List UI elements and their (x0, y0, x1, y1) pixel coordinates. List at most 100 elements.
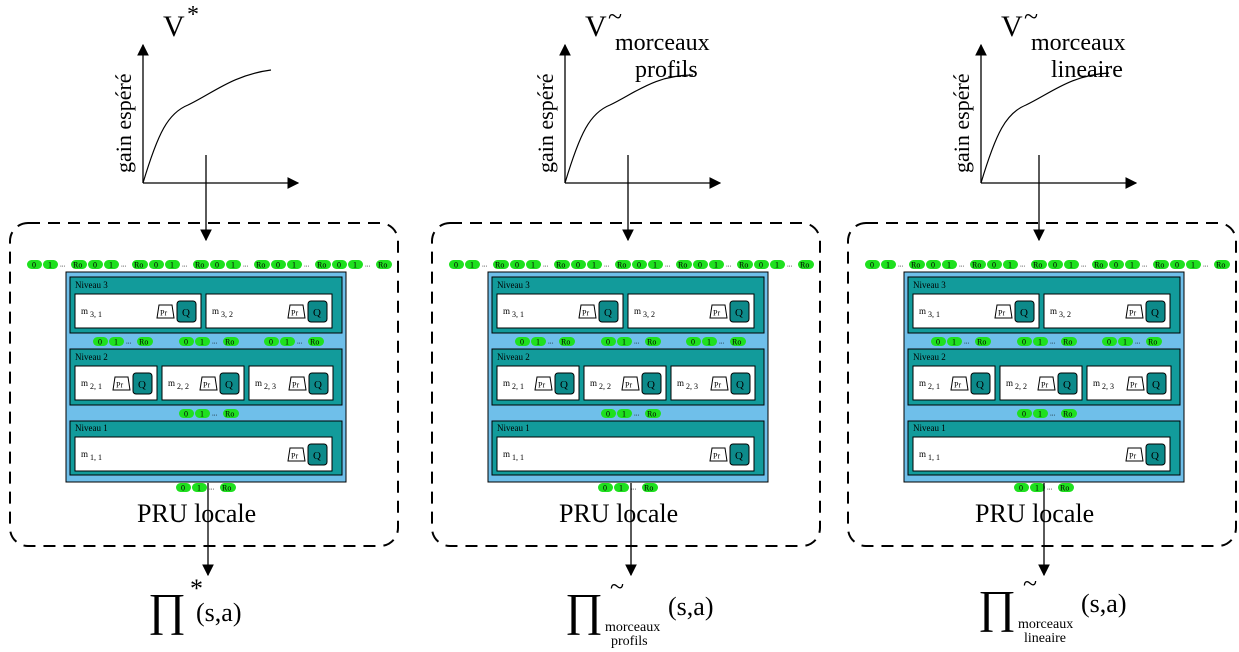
token-label: 1 (714, 261, 718, 270)
token-label: 0 (1019, 484, 1023, 493)
q-box (132, 372, 153, 395)
pr-trapezoid (950, 376, 969, 391)
token-label: 1 (114, 338, 118, 347)
pr-trapezoid (994, 304, 1013, 319)
token-pill (571, 260, 586, 269)
token-ellipsis: ... (1142, 261, 1148, 269)
token-label: 0 (603, 484, 607, 493)
pi-subscript-line1: morceaux (605, 620, 660, 635)
token-label: 0 (269, 338, 273, 347)
token-ellipsis: ... (212, 338, 218, 346)
token-ellipsis: ... (719, 338, 725, 346)
token-label: Ro (378, 261, 387, 270)
token-pill (137, 337, 153, 346)
token-label: 0 (181, 484, 185, 493)
token-pill (515, 337, 530, 346)
token-pill (559, 337, 575, 346)
token-pill (280, 337, 295, 346)
token-label: 0 (454, 261, 458, 270)
token-pill (43, 260, 58, 269)
token-label: 1 (200, 338, 204, 347)
pi-superscript: ~ (1023, 569, 1037, 598)
pr-label: Pr (1129, 452, 1136, 461)
token-label: Ro (1216, 261, 1225, 270)
token-label: 1 (536, 338, 540, 347)
token-pill (315, 260, 331, 269)
token-label: Ro (1148, 338, 1157, 347)
token-ellipsis: ... (1050, 410, 1056, 418)
pi-subscript-line2: profils (611, 634, 648, 649)
token-label: Ro (1155, 261, 1164, 270)
token-pill (737, 260, 753, 269)
token-ellipsis: ... (665, 261, 671, 269)
module-label: m 3, 1 (503, 306, 524, 319)
token-ellipsis: ... (634, 338, 640, 346)
level-title: Niveau 2 (913, 352, 946, 362)
q-box (729, 443, 750, 466)
q-label: Q (182, 307, 190, 319)
q-label: Q (138, 379, 146, 391)
token-pill (132, 260, 148, 269)
token-pill (332, 260, 347, 269)
pr-label: Pr (292, 381, 299, 390)
token-pill (909, 260, 925, 269)
pr-trapezoid (534, 376, 553, 391)
level-title: Niveau 2 (497, 352, 530, 362)
token-pill (617, 409, 632, 418)
value-function-label: V* (163, 2, 199, 43)
token-label: Ro (977, 338, 986, 347)
token-pill (798, 260, 814, 269)
module-label: m 2, 2 (590, 378, 611, 391)
token-label: Ro (732, 338, 741, 347)
token-label: Ro (911, 261, 920, 270)
q-box (1057, 372, 1078, 395)
v-subscript-line1: morceaux (1031, 30, 1126, 56)
token-label: 0 (576, 261, 580, 270)
pi-args: (s,a) (1081, 589, 1126, 618)
token-pill (493, 260, 509, 269)
token-ellipsis: ... (126, 338, 132, 346)
pr-label: Pr (954, 381, 961, 390)
token-label: Ro (644, 484, 653, 493)
pru-locale-label: PRU locale (559, 499, 678, 528)
token-label: 1 (231, 261, 235, 270)
q-label: Q (225, 379, 233, 391)
token-pill (617, 337, 632, 346)
pr-label: Pr (1041, 381, 1048, 390)
pr-label: Pr (116, 381, 123, 390)
token-ellipsis: ... (898, 261, 904, 269)
token-pill (1061, 409, 1077, 418)
token-label: 1 (1069, 261, 1073, 270)
token-ellipsis: ... (482, 261, 488, 269)
token-ellipsis: ... (212, 410, 218, 418)
token-ellipsis: ... (365, 261, 371, 269)
pru-locale-label: PRU locale (975, 499, 1094, 528)
v-superscript: ~ (1024, 2, 1038, 31)
pr-trapezoid (287, 304, 306, 319)
v-subscript-line1: morceaux (615, 30, 710, 56)
token-pill (987, 260, 1002, 269)
